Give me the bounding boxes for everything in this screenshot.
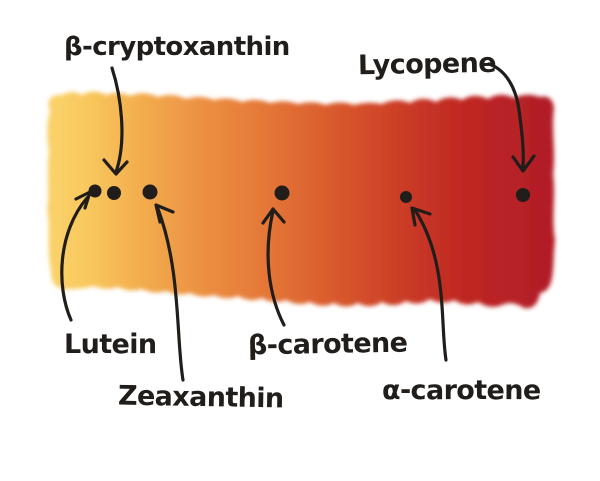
beta-cryptoxanthin-dot <box>107 186 121 200</box>
compound-dots <box>88 184 530 203</box>
color-gradient-band <box>47 91 555 309</box>
beta-cryptoxanthin-arrow <box>102 66 129 176</box>
arrow-shaft <box>413 208 448 362</box>
arrow-shaft <box>60 196 89 322</box>
alpha-carotene-arrow <box>410 206 448 362</box>
lutein-dot <box>88 184 102 198</box>
arrow-head <box>511 154 536 173</box>
beta-carotene-arrow <box>261 207 286 327</box>
arrow-shaft <box>110 66 124 174</box>
arrow-head <box>154 203 175 224</box>
arrow-shaft <box>266 209 286 327</box>
arrow-head <box>102 158 129 176</box>
arrows <box>60 62 536 382</box>
arrow-head <box>261 207 286 225</box>
zeaxanthin-label: Zeaxanthin <box>117 380 284 415</box>
lycopene-arrow <box>487 62 536 173</box>
arrow-shaft <box>487 62 525 169</box>
zeaxanthin-dot <box>142 184 158 200</box>
lutein-label: Lutein <box>64 329 157 360</box>
lycopene-dot <box>516 188 530 202</box>
zeaxanthin-arrow <box>154 203 185 382</box>
arrow-head <box>410 206 432 227</box>
beta-carotene-dot <box>274 185 290 201</box>
alpha-carotene-dot <box>400 191 412 203</box>
beta-carotene-label: β-carotene <box>247 327 408 362</box>
arrow-shaft <box>156 207 185 382</box>
alpha-carotene-label: α-carotene <box>382 375 541 406</box>
beta-cryptoxanthin-label: β-cryptoxanthin <box>64 32 290 62</box>
lycopene-label: Lycopene <box>357 47 497 82</box>
